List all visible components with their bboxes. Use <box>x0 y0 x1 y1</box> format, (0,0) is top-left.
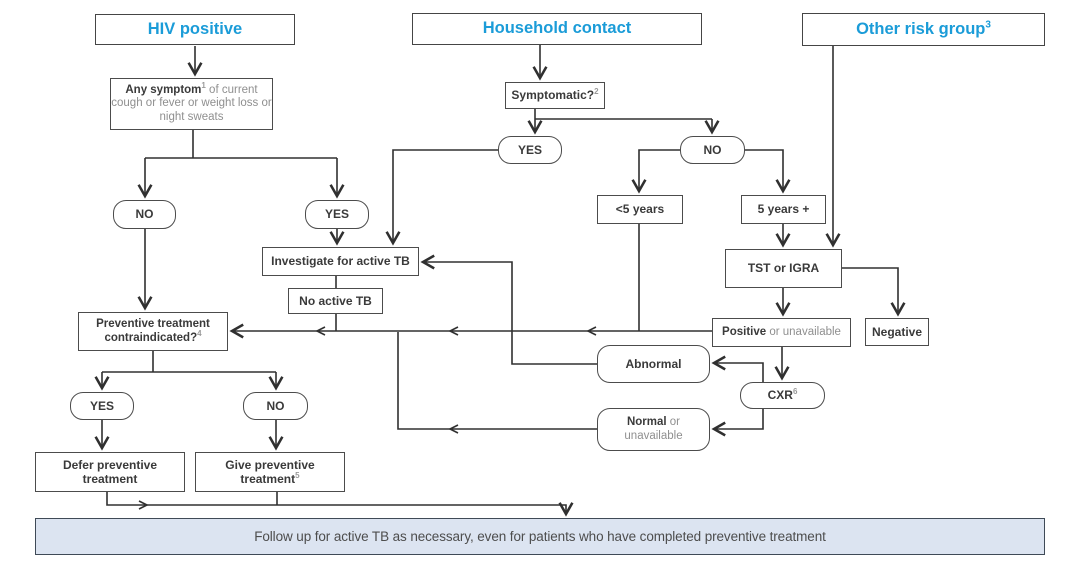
node-label: <5 years <box>615 202 665 217</box>
node-label-line2: treatment <box>240 472 296 486</box>
node-positive-or-unavailable: Positive or unavailable <box>712 318 851 347</box>
node-label: NO <box>135 207 154 222</box>
footnote-marker: 1 <box>201 80 206 90</box>
node-negative: Negative <box>865 318 929 346</box>
footnote-marker: 5 <box>295 471 300 480</box>
node-cxr: CXR6 <box>740 382 825 409</box>
footer-followup-bar: Follow up for active TB as necessary, ev… <box>35 518 1045 555</box>
node-give-preventive-treatment: Give preventive treatment5 <box>195 452 345 492</box>
header-hiv-positive: HIV positive <box>95 14 295 45</box>
footnote-marker: 2 <box>594 87 599 97</box>
footer-label: Follow up for active TB as necessary, ev… <box>254 528 826 544</box>
node-label-line2: treatment <box>82 472 138 486</box>
node-hiv-symptom-yes: YES <box>305 200 369 229</box>
node-label: Investigate for active TB <box>271 254 410 269</box>
footnote-marker: 6 <box>792 387 798 397</box>
node-label-line1: Give preventive <box>225 457 315 472</box>
node-contraindicated-no: NO <box>243 392 308 420</box>
node-label: Negative <box>871 324 923 339</box>
node-label: Symptomatic? <box>511 88 595 103</box>
header-label: HIV positive <box>147 19 243 38</box>
node-label: CXR <box>767 388 793 403</box>
node-label: NO <box>703 142 722 157</box>
node-defer-preventive-treatment: Defer preventive treatment <box>35 452 185 492</box>
node-label-line2: unavailable <box>624 429 683 442</box>
node-preventive-treatment-contraindicated: Preventive treatment contraindicated?4 <box>78 312 228 351</box>
node-under-5-years: <5 years <box>597 195 683 224</box>
node-label: No active TB <box>299 293 372 308</box>
node-5-years-plus: 5 years + <box>741 195 826 224</box>
node-hiv-symptom-no: NO <box>113 200 176 229</box>
node-label: TST or IGRA <box>747 261 820 276</box>
node-investigate-active-tb: Investigate for active TB <box>262 247 419 276</box>
header-household-contact: Household contact <box>412 13 702 45</box>
node-label: YES <box>324 207 349 222</box>
node-label-bold: Any symptom <box>125 83 202 96</box>
node-symptomatic: Symptomatic?2 <box>505 82 605 109</box>
node-household-symptomatic-yes: YES <box>498 136 562 164</box>
node-household-symptomatic-no: NO <box>680 136 745 164</box>
node-label-line1: Preventive treatment <box>96 317 210 330</box>
node-label: YES <box>517 142 542 157</box>
node-contraindicated-yes: YES <box>70 392 134 420</box>
node-any-symptom: Any symptom1 of current cough or fever o… <box>110 78 273 130</box>
header-label: Household contact <box>482 19 632 38</box>
node-label-rest: or <box>666 415 681 428</box>
node-label-bold: Normal <box>626 415 667 428</box>
node-label-line1: Defer preventive <box>62 457 158 472</box>
node-normal-or-unavailable: Normal or unavailable <box>597 408 710 451</box>
node-label-bold: Positive <box>722 325 767 338</box>
node-label: 5 years + <box>757 202 810 217</box>
footnote-marker: 3 <box>985 19 991 31</box>
node-label-rest: or unavailable <box>766 325 841 338</box>
node-label-line2: contraindicated? <box>104 331 198 344</box>
node-abnormal: Abnormal <box>597 345 710 383</box>
header-other-risk-group: Other risk group3 <box>802 13 1045 46</box>
node-label: NO <box>266 398 285 413</box>
footnote-marker: 4 <box>197 328 202 338</box>
node-no-active-tb: No active TB <box>288 288 383 314</box>
node-label-rest: of current cough or fever or weight loss… <box>111 83 272 123</box>
node-label: YES <box>89 398 114 413</box>
header-label: Other risk group <box>856 19 986 38</box>
node-tst-or-igra: TST or IGRA <box>725 249 842 288</box>
node-label: Abnormal <box>625 356 682 371</box>
